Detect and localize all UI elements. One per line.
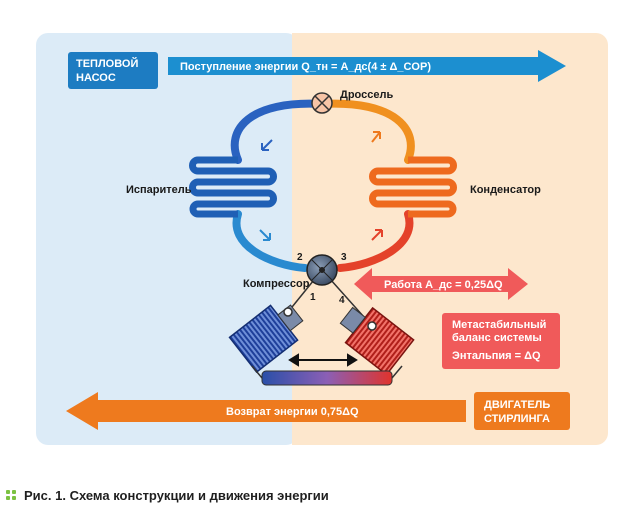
energy-input-arrow: Поступление энергии Q_тн = A_дс(4 ± Δ_CO… — [168, 50, 566, 82]
metastable-line2: баланс системы — [452, 332, 542, 344]
enthalpy-label: Энтальпия = ΔQ — [452, 350, 541, 362]
condenser-label: Конденсатор — [470, 184, 541, 196]
heat-pump-label-line2: НАСОС — [76, 72, 116, 84]
cold-cylinder-icon — [228, 304, 304, 374]
work-arrow: Работа A_дс = 0,25ΔQ — [354, 268, 528, 300]
stirling-label-line2: СТИРЛИНГА — [484, 413, 550, 425]
condenser-coil — [369, 156, 457, 218]
energy-return-arrow: Возврат энергии 0,75ΔQ — [66, 392, 466, 430]
metastable-box: Метастабильный баланс системы Энтальпия … — [442, 313, 560, 369]
point-number-4: 4 — [339, 295, 345, 306]
stirling-label-line1: ДВИГАТЕЛЬ — [484, 399, 550, 411]
heat-pump-box: ТЕПЛОВОЙ НАСОС — [68, 52, 158, 89]
energy-return-label: Возврат энергии 0,75ΔQ — [226, 406, 359, 418]
throttle-label: Дроссель — [340, 89, 393, 101]
heat-pump-label-line1: ТЕПЛОВОЙ — [76, 57, 138, 70]
evaporator-label: Испаритель — [126, 184, 192, 196]
throttle-valve-icon — [311, 92, 333, 114]
work-label: Работа A_дс = 0,25ΔQ — [384, 279, 503, 291]
point-number-1: 1 — [310, 292, 316, 303]
energy-input-label: Поступление энергии Q_тн = A_дс(4 ± Δ_CO… — [180, 61, 431, 73]
point-number-2: 2 — [297, 252, 303, 263]
caption-dots-icon — [6, 490, 16, 500]
metastable-line1: Метастабильный — [452, 319, 546, 331]
cold-zone — [36, 33, 298, 445]
double-arrow-icon — [288, 353, 358, 367]
hot-cylinder-icon — [339, 306, 415, 376]
point-number-3: 3 — [341, 252, 347, 263]
compressor-icon — [306, 254, 338, 286]
regenerator-tube — [251, 365, 403, 386]
evaporator-coil — [189, 156, 277, 218]
stirling-box: ДВИГАТЕЛЬ СТИРЛИНГА — [474, 392, 570, 430]
caption-text: Рис. 1. Схема конструкции и движения эне… — [24, 487, 329, 503]
figure-caption: Рис. 1. Схема конструкции и движения эне… — [6, 486, 329, 504]
refrigerant-loop — [230, 99, 415, 272]
compressor-label: Компрессор — [243, 278, 310, 290]
flow-arrow-icons — [259, 131, 383, 241]
